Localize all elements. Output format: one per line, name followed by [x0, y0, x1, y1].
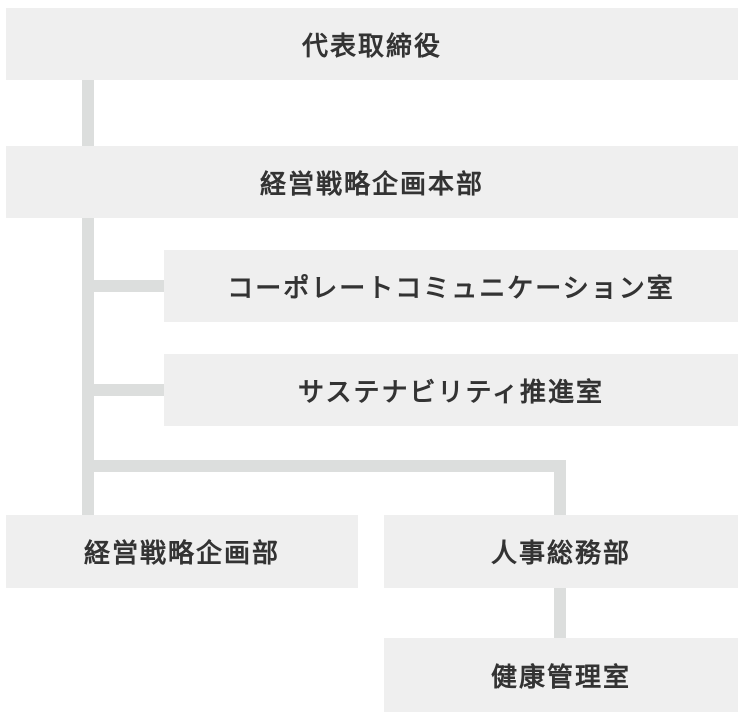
connector-to-corp-comm [82, 280, 164, 292]
ceo-box: 代表取締役 [6, 8, 738, 80]
connector-to-sustainability [82, 384, 164, 396]
connector-horizontal-branch [82, 460, 566, 472]
hq-label: 経営戦略企画本部 [259, 169, 484, 200]
strategy-dept-label: 経営戦略企画部 [83, 539, 280, 569]
hq-box: 経営戦略企画本部 [6, 146, 738, 218]
strategy-dept-box: 経営戦略企画部 [6, 515, 358, 588]
health-office-label: 健康管理室 [490, 662, 631, 693]
connector-ga-to-health [554, 588, 566, 638]
corp-comm-box: コーポレートコミュニケーション室 [164, 250, 738, 322]
corp-comm-label: コーポレートコミュニケーション室 [227, 273, 675, 304]
connector-to-ga-dept [554, 460, 566, 515]
sustainability-box: サステナビリティ推進室 [164, 354, 738, 426]
ceo-label: 代表取締役 [301, 31, 442, 62]
sustainability-label: サステナビリティ推進室 [298, 377, 604, 408]
ga-dept-box: 人事総務部 [384, 515, 738, 588]
health-office-box: 健康管理室 [384, 638, 738, 712]
ga-dept-label: 人事総務部 [490, 539, 631, 569]
